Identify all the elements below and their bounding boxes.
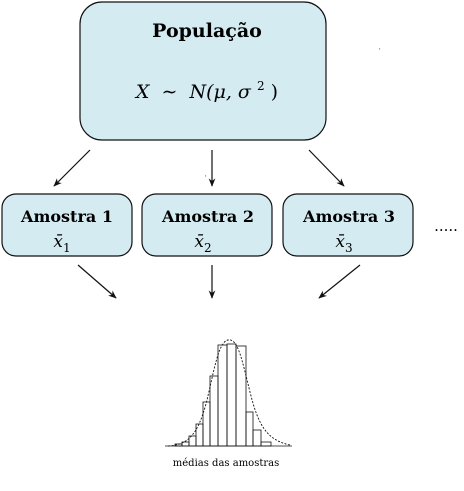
- sample-mean-subscript: 2: [204, 241, 212, 255]
- formula-distribution: N(μ, σ: [188, 81, 251, 103]
- histogram-bar: [209, 375, 219, 447]
- sample-box: [141, 193, 273, 257]
- normal-density-curve: [167, 339, 291, 447]
- sample-means-histogram: médias das amostras: [165, 339, 292, 469]
- sample-title: Amostra 2: [161, 207, 254, 226]
- sample-box: [1, 193, 133, 257]
- histogram-bar: [235, 345, 247, 447]
- sample-title: Amostra 3: [302, 207, 395, 226]
- sample-node-3: Amostra 3 x̄3: [282, 193, 414, 257]
- histogram-bar: [217, 344, 228, 447]
- arrow-from-sample-3: [318, 264, 361, 299]
- histogram-bar: [202, 401, 211, 447]
- histogram-bar: [245, 411, 254, 447]
- formula-close: ): [271, 81, 278, 103]
- sample-title: Amostra 1: [20, 207, 113, 226]
- stray-mark: ': [205, 175, 207, 182]
- sample-mean: x̄2: [194, 232, 211, 255]
- histogram-bar: [188, 435, 197, 447]
- formula-variable: X: [134, 81, 151, 103]
- population-node: População X ∼ N(μ, σ 2 ): [79, 1, 327, 141]
- histogram-caption: médias das amostras: [173, 458, 279, 469]
- sample-mean-symbol: x̄: [53, 232, 63, 252]
- arrow-to-sample-3: [308, 149, 345, 187]
- population-title: População: [152, 20, 262, 42]
- formula-operator: ∼: [162, 81, 178, 103]
- sample-mean: x̄1: [53, 232, 70, 255]
- population-formula: X ∼ N(μ, σ 2 ): [134, 73, 278, 103]
- formula-exponent: 2: [257, 79, 265, 93]
- sample-mean-symbol: x̄: [194, 232, 204, 252]
- sample-mean: x̄3: [335, 232, 352, 255]
- sample-node-2: Amostra 2 x̄2: [141, 193, 273, 257]
- sample-mean-symbol: x̄: [335, 232, 345, 252]
- arrow-to-sample-1: [53, 149, 91, 187]
- sample-mean-subscript: 1: [63, 241, 71, 255]
- more-samples-ellipsis: .....: [434, 217, 458, 235]
- population-box: [79, 1, 327, 141]
- histogram-bar: [252, 429, 262, 447]
- stray-mark: ': [379, 48, 381, 55]
- sample-box: [282, 193, 414, 257]
- histogram-bar: [226, 343, 237, 447]
- histogram-bar: [260, 441, 272, 447]
- sample-mean-subscript: 3: [345, 241, 353, 255]
- sample-node-1: Amostra 1 x̄1: [1, 193, 133, 257]
- arrow-from-sample-1: [77, 264, 117, 299]
